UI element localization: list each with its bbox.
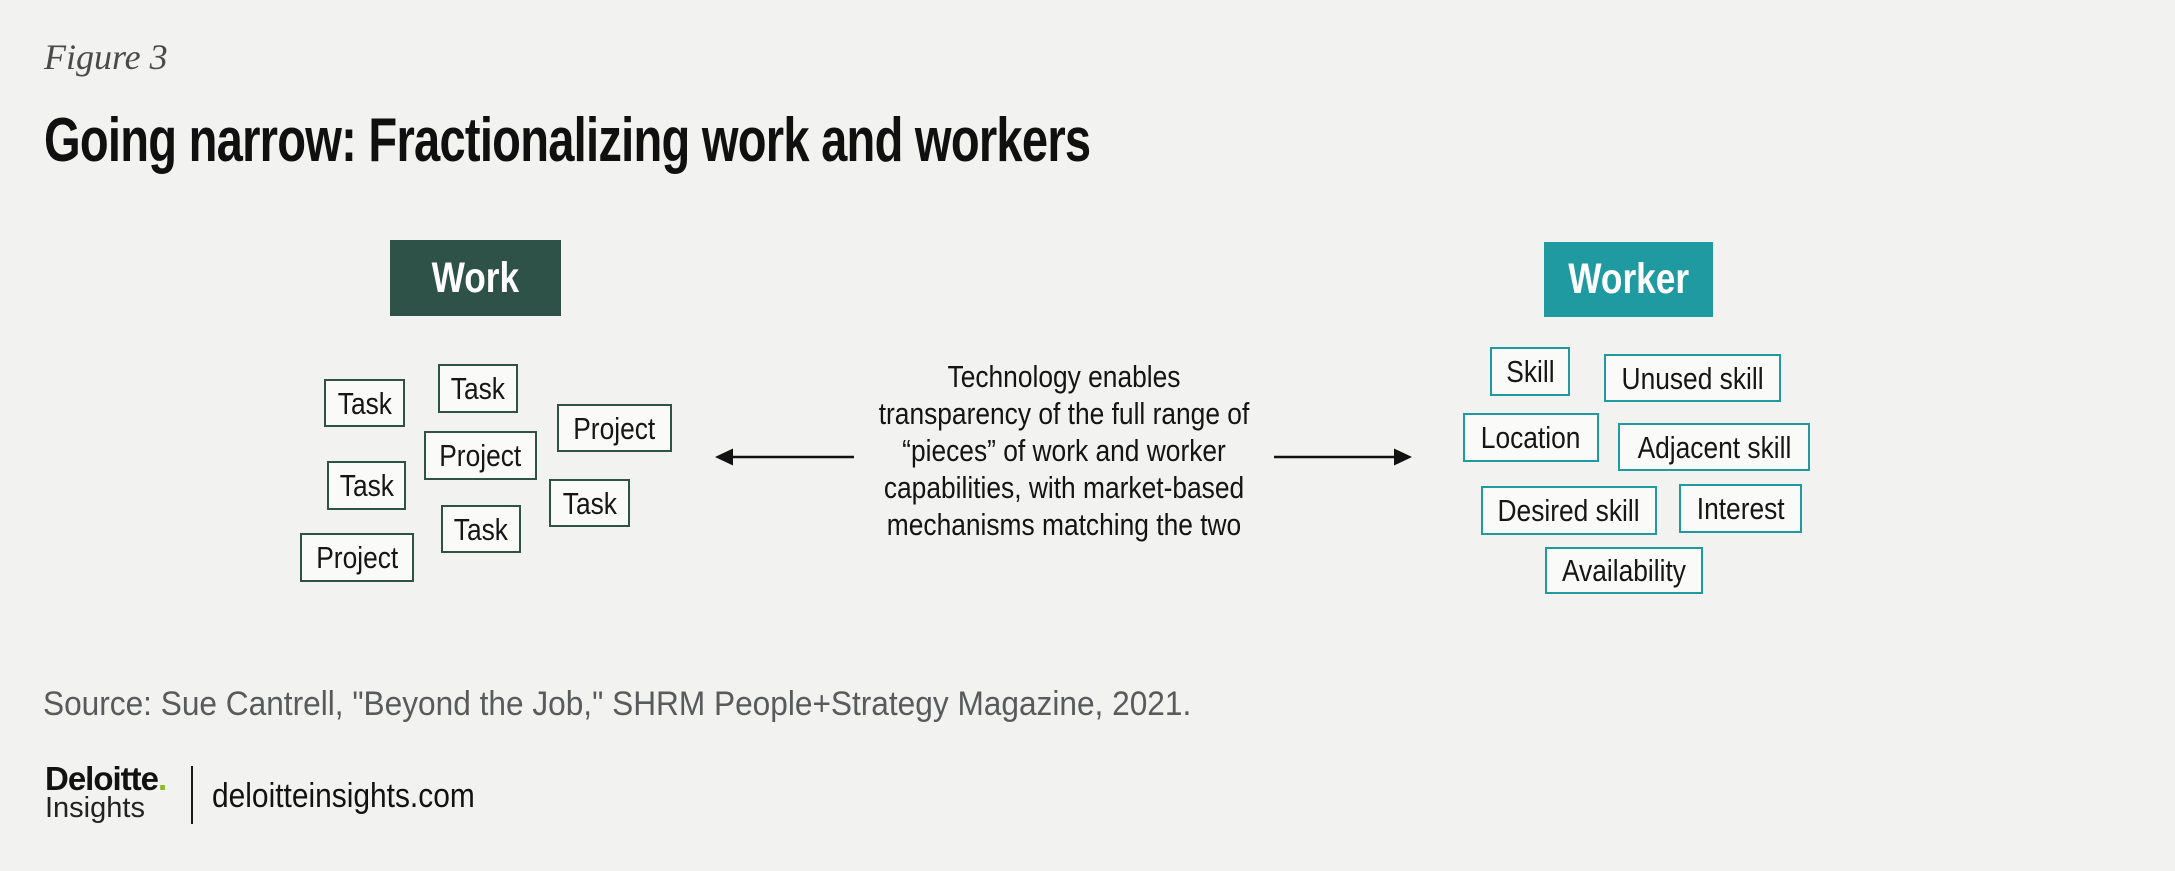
source-note: Source: Sue Cantrell, "Beyond the Job," … [43,685,1192,723]
worker-attribute-box: Availability [1545,547,1703,594]
deloitte-green-dot: . [158,760,167,797]
worker-attribute-box: Skill [1490,347,1570,396]
worker-attribute-label: Desired skill [1497,493,1641,528]
work-header-label: Work [431,253,520,302]
work-project-box: Project [557,404,672,452]
worker-header-label: Worker [1568,255,1689,303]
worker-header-box: Worker [1544,242,1713,317]
work-task-label: Task [453,511,509,547]
worker-attribute-box: Unused skill [1604,354,1781,402]
figure-title: Going narrow: Fractionalizing work and w… [44,106,1091,175]
work-task-label: Task [337,385,392,421]
work-task-box: Task [327,461,406,510]
logo-divider [191,766,193,824]
caption-line: capabilities, with market-based [883,470,1245,505]
site-url: deloitteinsights.com [212,777,475,815]
caption-line: mechanisms matching the two [886,507,1242,542]
left-arrow-icon [715,448,854,466]
worker-attribute-label: Adjacent skill [1637,429,1791,465]
worker-attribute-label: Interest [1696,491,1785,526]
worker-attribute-label: Availability [1561,553,1686,588]
worker-attribute-label: Location [1481,420,1581,455]
work-header-box: Work [390,240,561,316]
worker-attribute-label: Unused skill [1621,360,1764,396]
work-project-label: Project [315,540,398,575]
caption-line: transparency of the full range of [878,396,1250,431]
deloitte-logo-wordmark: Deloitte. [45,760,167,797]
right-arrow-icon [1274,448,1412,466]
caption-line: Technology enables [947,359,1181,394]
worker-attribute-box: Location [1463,413,1599,462]
figure-label: Figure 3 [44,37,168,77]
logo-brand-text: Deloitte [45,760,159,797]
logo-insights-text: Insights [45,792,145,824]
work-task-box: Task [441,505,521,553]
caption-line: “pieces” of work and worker [902,433,1226,468]
work-project-box: Project [424,431,537,480]
work-project-box: Project [300,533,414,582]
work-project-label: Project [573,410,656,446]
work-project-label: Project [439,438,522,473]
worker-attribute-box: Desired skill [1481,486,1657,535]
worker-attribute-label: Skill [1505,354,1555,389]
work-task-box: Task [549,479,630,527]
worker-attribute-box: Adjacent skill [1618,423,1810,471]
center-caption: Technology enables transparency of the f… [826,358,1302,543]
work-task-label: Task [450,371,506,406]
work-task-box: Task [438,364,518,413]
work-task-box: Task [324,379,405,427]
work-task-label: Task [339,468,394,503]
worker-attribute-box: Interest [1679,484,1802,533]
work-task-label: Task [562,485,617,521]
